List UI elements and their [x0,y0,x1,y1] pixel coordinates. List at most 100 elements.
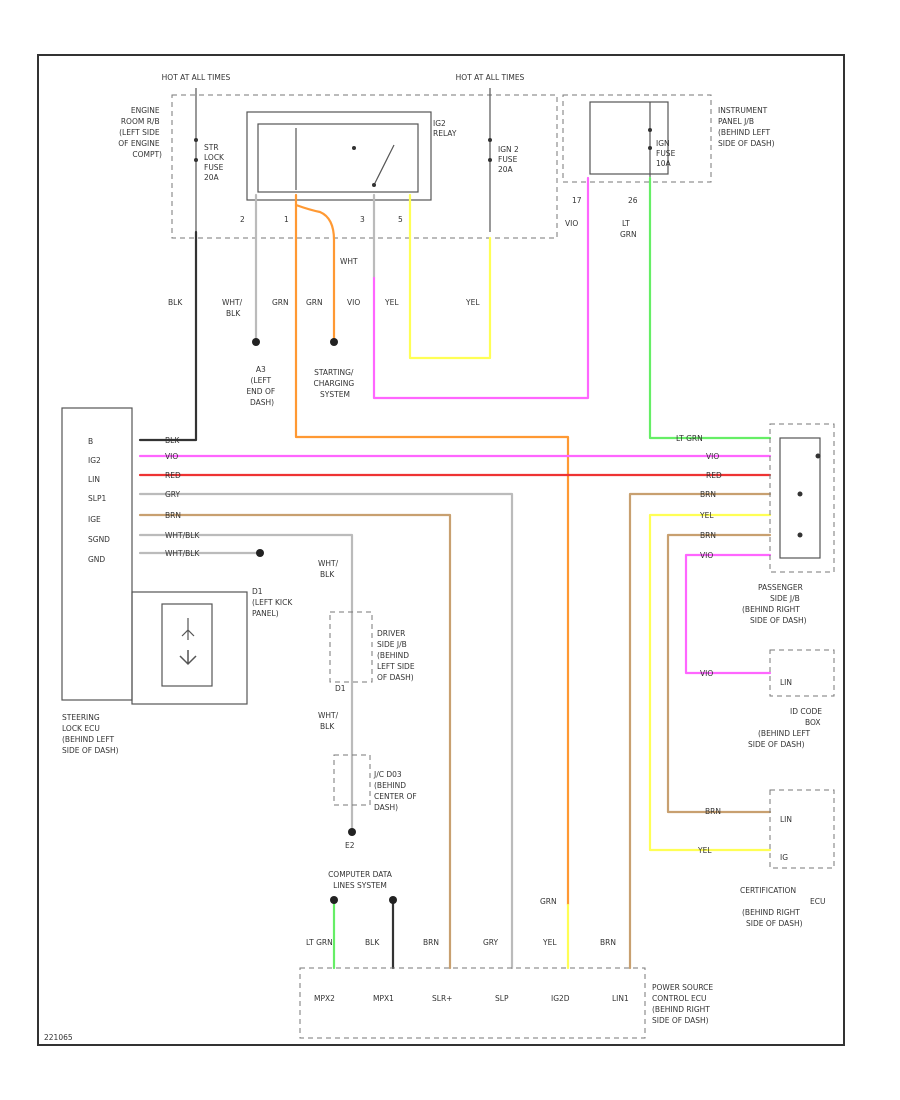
svg-text:RED: RED [165,471,181,480]
wire-yel-upper [408,193,492,360]
bus-labels-left: BLK VIO RED GRY BRN WHT/BLK WHT/BLK [165,436,200,558]
jc-d03: J/C D03 (BEHIND CENTER OF DASH) E2 [333,754,419,850]
svg-text:D1: D1 [335,684,346,693]
svg-text:VIO: VIO [700,551,713,560]
wire-blk [138,230,198,442]
svg-text:GRN: GRN [540,897,557,906]
svg-text:YEL: YEL [699,511,714,520]
svg-text:WHT/BLK: WHT/BLK [222,298,243,318]
ip-pin-17: 17 [572,196,582,205]
svg-text:IG: IG [780,853,788,862]
id-code-box: LIN VIO ID CODE BOX (BEHIND LEFT SIDE OF… [700,649,835,749]
svg-text:LT GRN: LT GRN [306,938,333,947]
svg-text:POWER SOURCE CONTROL ECU: POWER SOURCE CONTROL ECU (BEHIND RIGHT S… [652,983,716,1025]
svg-text:GRY: GRY [483,938,499,947]
svg-text:STEERING LOCK ECU: STEERING LOCK ECU (BEHIND LEFT SIDE OF D… [62,713,119,755]
certification-ecu: LIN IG BRN YEL CERTIFICATION ECU (BEHIND… [697,789,835,928]
svg-text:BRN: BRN [165,511,181,520]
svg-text:BLK: BLK [168,298,183,307]
relay-pin-numbers: 2 1 3 5 [240,215,403,224]
svg-text:BRN: BRN [700,531,716,540]
svg-text:BRN: BRN [705,807,721,816]
svg-text:ID CODE BOX (BEHIN: ID CODE BOX (BEHIND LEFT SIDE OF DASH) [748,707,824,749]
ip-pin-26: 26 [628,196,638,205]
svg-text:WHT/BLK: WHT/BLK [165,531,200,540]
wire-vio-idcode [684,553,772,675]
wire-grn-upper [294,193,570,907]
instrument-panel-jb [562,94,712,183]
ground-d1-label: D1 (LEFT KICK PANEL) [252,587,295,618]
svg-text:MPX2 MPX1 SLR+: MPX2 MPX1 SLR+ SLP IG2D LIN1 [314,994,629,1003]
svg-text:BRN: BRN [423,938,439,947]
svg-text:YEL: YEL [697,846,712,855]
bus-labels-right: LT GRN VIO RED BRN YEL BRN VIO [676,434,722,560]
bottom-wire-labels: LT GRN BLK BRN GRY YEL BRN GRN [306,897,616,947]
wire-vio-upper [372,176,590,400]
wire-lt-grn-upper [648,176,772,440]
wire-yel-cert [648,513,772,852]
svg-text:VIO: VIO [165,452,178,461]
driver-side-jb: WHT/BLK DRIVER SIDE J/B (BEHIND LEFT SID… [318,559,417,731]
svg-text:BLK: BLK [365,938,380,947]
starting-charging-label: STARTING/ CHARGING SYSTEM [313,368,356,399]
engine-room-jb [171,94,558,239]
svg-text:WHT/BLK: WHT/BLK [318,711,339,731]
svg-text:BRN: BRN [600,938,616,947]
svg-text:VIO: VIO [706,452,719,461]
hot-at-all-times-left: HOT AT ALL TIMES [162,73,231,82]
svg-text:GRN: GRN [306,298,323,307]
wire-grn-starting [294,203,336,342]
svg-text:VIO: VIO [700,669,713,678]
passenger-side-jb: PASSENGER SIDE J/B (BEHIND RIGHT SIDE OF… [742,423,835,625]
hot-at-all-times-right: HOT AT ALL TIMES [456,73,525,82]
svg-text:BRN: BRN [700,490,716,499]
ground-a3-label: A3 (LEFT END OF DASH) [246,365,277,407]
svg-text:VIO: VIO [347,298,360,307]
instrument-panel-jb-label: INSTRUMENT PANEL J/B (BEHIND LEFT SIDE O… [718,106,775,148]
svg-text:DRIVER SIDE J/B (B: DRIVER SIDE J/B (BEHIND LEFT SIDE OF DAS… [377,629,417,682]
wires [138,176,772,970]
wire-wht-blk-1 [138,533,354,614]
svg-text:GRN: GRN [272,298,289,307]
top-wire-labels: BLK WHT/BLK GRN GRN WHT VIO YEL YEL VIO … [168,219,637,318]
svg-text:BLK: BLK [165,436,180,445]
power-source-control-ecu: MPX2 MPX1 SLR+ SLP IG2D LIN1 POWER SOURC… [299,967,716,1039]
svg-text:LIN: LIN [780,815,792,824]
svg-text:RED: RED [706,471,722,480]
terminal-dots [252,338,397,904]
svg-text:YEL: YEL [542,938,557,947]
svg-text:WHT/BLK: WHT/BLK [318,559,339,579]
wire-brn-cert [666,533,772,814]
diagram-id: 221065 [44,1033,73,1042]
svg-text:J/C D03 (BEHIND CE: J/C D03 (BEHIND CENTER OF DASH) [373,770,419,812]
svg-text:CERTIFICATION ECU: CERTIFICATION ECU (BEHIND RIGHT SIDE OF … [740,886,828,928]
wire-gry-bus [138,492,514,970]
svg-text:GRY: GRY [165,490,181,499]
svg-text:PASSENGER SIDE J/B: PASSENGER SIDE J/B (BEHIND RIGHT SIDE OF… [742,583,807,625]
diagram-frame [37,54,845,1046]
svg-text:VIO: VIO [565,219,578,228]
engine-room-jb-label: ENGINE ROOM R/B (LEFT SIDE OF ENGINE COM… [118,106,162,159]
svg-text:WHT/BLK: WHT/BLK [165,549,200,558]
svg-text:YEL: YEL [465,298,480,307]
svg-text:WHT: WHT [340,257,358,266]
svg-text:B IG2 LIN SL: B IG2 LIN SLP1 IGE SGND GND [88,437,112,564]
steering-lock-ecu: B IG2 LIN SLP1 IGE SGND GND STEERING LOC… [61,407,248,755]
wire-brn-bus [138,513,452,970]
svg-text:YEL: YEL [384,298,399,307]
wire-brn-lin1 [628,492,772,970]
svg-text:E2: E2 [345,841,355,850]
svg-text:LT GRN: LT GRN [676,434,703,443]
